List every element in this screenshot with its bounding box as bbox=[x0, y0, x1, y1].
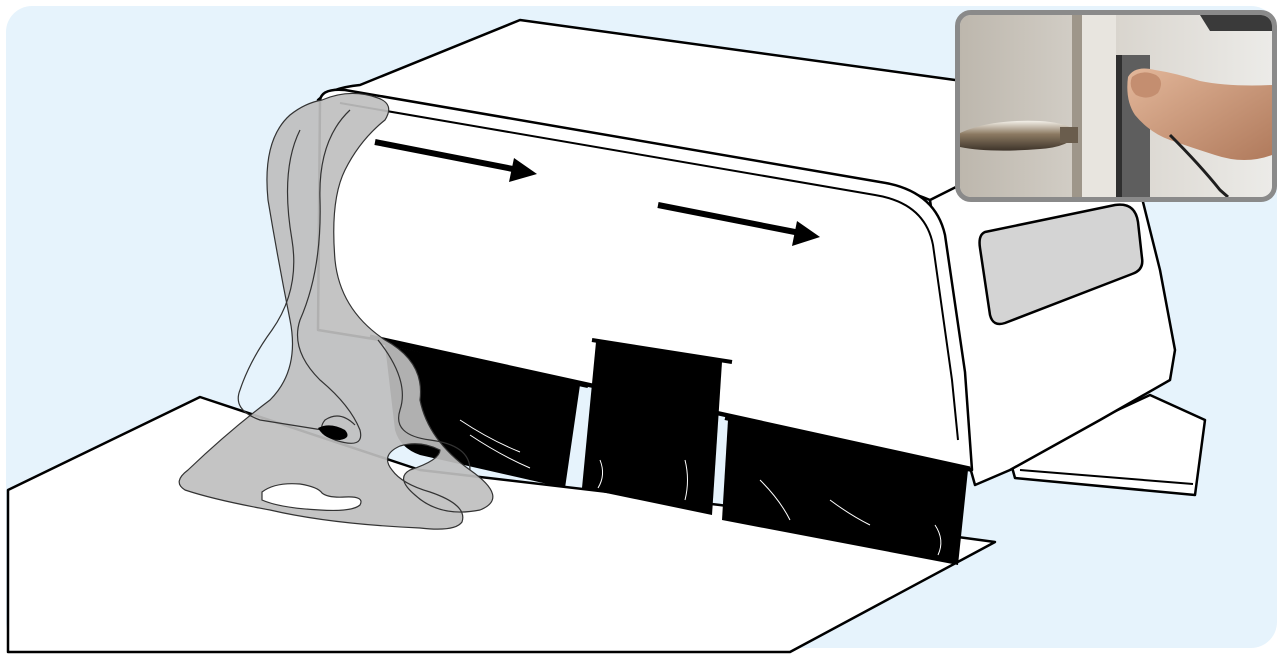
photo-thumb bbox=[1131, 72, 1161, 97]
photo-top-bar bbox=[1200, 15, 1272, 31]
photo-frame-shadow bbox=[1072, 15, 1082, 197]
photo-seal-shadow bbox=[1116, 55, 1122, 197]
door-seal-photo bbox=[960, 15, 1272, 197]
curtain-strip-middle bbox=[582, 342, 722, 515]
photo-handle-post bbox=[1060, 127, 1078, 143]
photo-door-frame bbox=[1080, 15, 1116, 197]
photo-inset bbox=[955, 10, 1277, 202]
